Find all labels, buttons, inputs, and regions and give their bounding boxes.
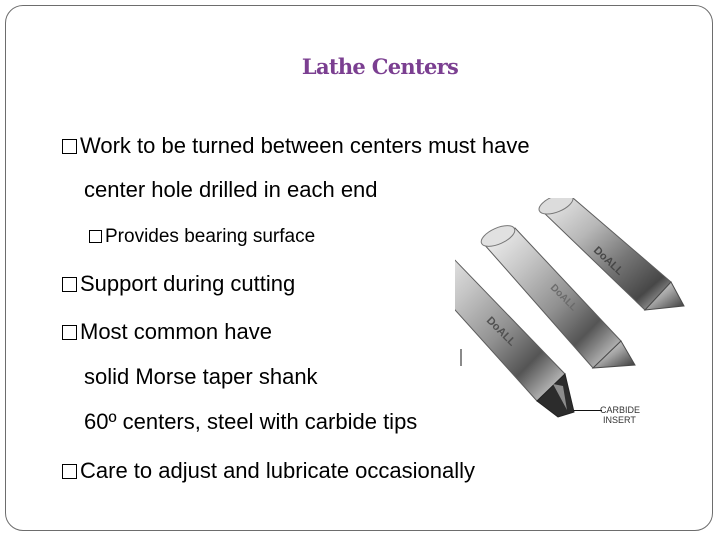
bullet-2: Support during cutting [62, 272, 295, 296]
lathe-center-middle: DoALL [480, 225, 636, 369]
shadow-mark [460, 349, 462, 366]
callout-line-1: CARBIDE [600, 405, 641, 415]
bullet-box-icon [62, 277, 77, 292]
bullet-3-line-1: Most common have [80, 319, 272, 344]
bullet-3-continuation-1: solid Morse taper shank [84, 365, 318, 389]
callout-line-2: INSERT [603, 415, 636, 425]
lathe-centers-image: DoALL DoALL DoALL [455, 198, 685, 418]
bullet-box-icon [62, 325, 77, 340]
bullet-1-continuation: center hole drilled in each end [84, 178, 378, 202]
carbide-insert-callout: CARBIDE INSERT [600, 405, 640, 425]
bullet-2-text: Support during cutting [80, 271, 296, 296]
slide-frame [5, 5, 713, 531]
bullet-3-continuation-2: 60º centers, steel with carbide tips [84, 410, 417, 434]
bullet-box-icon [62, 464, 77, 479]
bullet-1-line-2: center hole drilled in each end [84, 177, 378, 202]
bullet-1: Work to be turned between centers must h… [62, 134, 530, 158]
bullet-3: Most common have [62, 320, 272, 344]
lathe-center-left: DoALL [455, 259, 575, 418]
sub-bullet-1-text: Provides bearing surface [105, 226, 316, 247]
bullet-4: Care to adjust and lubricate occasionall… [62, 459, 475, 483]
slide-title: Lathe Centers [301, 54, 459, 79]
bullet-box-icon [62, 139, 77, 154]
callout-line [574, 410, 602, 411]
bullet-1-line-1: Work to be turned between centers must h… [80, 133, 530, 158]
bullet-4-text: Care to adjust and lubricate occasionall… [80, 458, 476, 483]
bullet-3-line-2: solid Morse taper shank [84, 364, 318, 389]
bullet-3-line-3: 60º centers, steel with carbide tips [84, 409, 418, 434]
bullet-box-icon [89, 230, 102, 243]
sub-bullet-1: Provides bearing surface [89, 226, 315, 248]
